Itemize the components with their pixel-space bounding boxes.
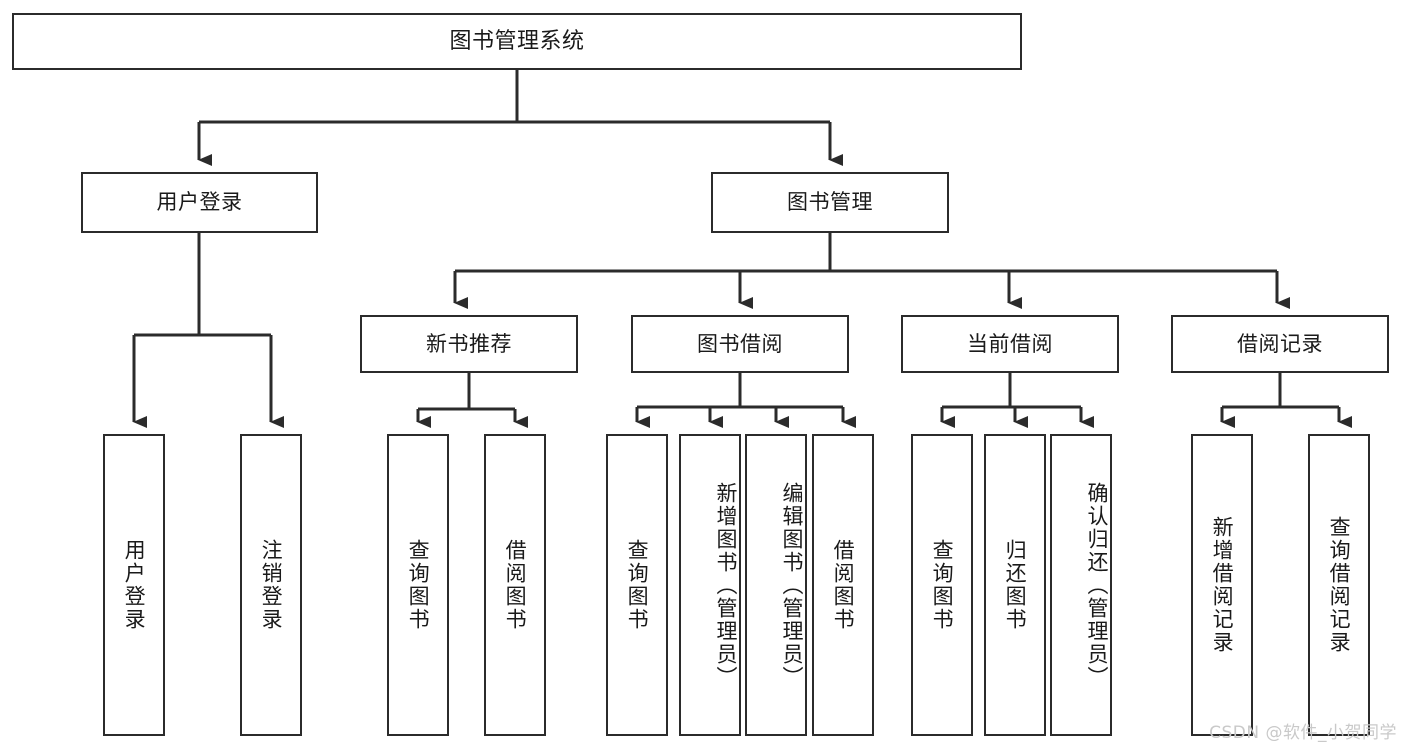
- node-leaf-return-book-label: 归还图书: [1003, 539, 1028, 631]
- node-leaf-cur-query-book-label: 查询图书: [930, 539, 955, 631]
- node-borrow-record-label: 借阅记录: [1237, 331, 1323, 356]
- node-root-label: 图书管理系统: [449, 28, 585, 54]
- watermark-text: CSDN @软件_小贺同学: [1209, 723, 1397, 743]
- node-leaf-rec-borrow-book[interactable]: 借阅图书: [484, 434, 546, 736]
- node-user-login[interactable]: 用户登录: [81, 172, 318, 233]
- node-leaf-add-record-label: 新增借阅记录: [1210, 516, 1235, 654]
- node-leaf-confirm-return-label: 确认归还（管理员）: [1085, 481, 1109, 689]
- node-leaf-rec-borrow-book-label: 借阅图书: [503, 539, 528, 631]
- node-leaf-add-book[interactable]: 新增图书（管理员）: [679, 434, 741, 736]
- node-new-book-rec-label: 新书推荐: [426, 331, 512, 356]
- node-leaf-rec-query-book[interactable]: 查询图书: [387, 434, 449, 736]
- node-leaf-user-logout[interactable]: 注销登录: [240, 434, 302, 736]
- node-leaf-add-record[interactable]: 新增借阅记录: [1191, 434, 1253, 736]
- node-leaf-borrow-book[interactable]: 借阅图书: [812, 434, 874, 736]
- node-current-borrow[interactable]: 当前借阅: [901, 315, 1119, 373]
- node-root[interactable]: 图书管理系统: [12, 13, 1022, 70]
- node-leaf-cur-query-book[interactable]: 查询图书: [911, 434, 973, 736]
- node-book-manage-label: 图书管理: [787, 190, 873, 215]
- node-leaf-borrow-book-label: 借阅图书: [831, 539, 856, 631]
- node-book-borrow[interactable]: 图书借阅: [631, 315, 849, 373]
- node-leaf-user-login[interactable]: 用户登录: [103, 434, 165, 736]
- node-leaf-user-logout-label: 注销登录: [259, 539, 284, 631]
- node-leaf-return-book[interactable]: 归还图书: [984, 434, 1046, 736]
- node-leaf-borrow-query-book-label: 查询图书: [625, 539, 650, 631]
- node-leaf-rec-query-book-label: 查询图书: [406, 539, 431, 631]
- node-leaf-user-login-label: 用户登录: [122, 539, 147, 631]
- node-book-manage[interactable]: 图书管理: [711, 172, 949, 233]
- node-leaf-add-book-label: 新增图书（管理员）: [714, 481, 738, 689]
- node-book-borrow-label: 图书借阅: [697, 331, 783, 356]
- node-leaf-borrow-query-book[interactable]: 查询图书: [606, 434, 668, 736]
- node-leaf-query-record-label: 查询借阅记录: [1327, 516, 1352, 654]
- node-leaf-edit-book[interactable]: 编辑图书（管理员）: [745, 434, 807, 736]
- node-current-borrow-label: 当前借阅: [967, 331, 1053, 356]
- node-borrow-record[interactable]: 借阅记录: [1171, 315, 1389, 373]
- node-leaf-edit-book-label: 编辑图书（管理员）: [780, 481, 804, 689]
- node-leaf-confirm-return[interactable]: 确认归还（管理员）: [1050, 434, 1112, 736]
- node-user-login-label: 用户登录: [156, 190, 243, 215]
- node-leaf-query-record[interactable]: 查询借阅记录: [1308, 434, 1370, 736]
- node-new-book-rec[interactable]: 新书推荐: [360, 315, 578, 373]
